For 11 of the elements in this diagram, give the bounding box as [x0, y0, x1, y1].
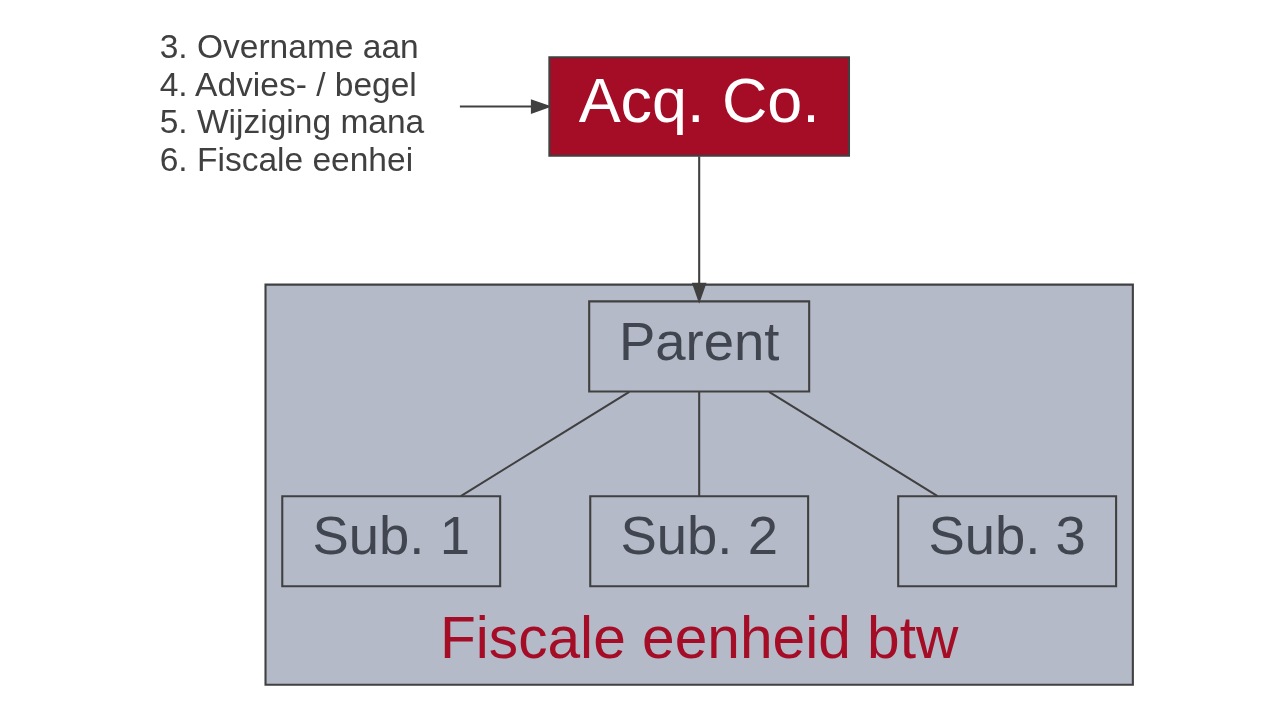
connector — [697, 391, 700, 497]
arrow — [691, 156, 707, 304]
arrow — [459, 99, 552, 114]
connector — [459, 390, 630, 497]
node-box: Sub. 3 — [896, 495, 1117, 588]
node-box: Parent — [587, 300, 810, 393]
node-text: 3. Overname aan 4. Advies- / begel 5. Wijziging mana 6. Fiscale eenhei — [159, 27, 424, 179]
connector — [768, 390, 938, 497]
node-box: Acq. Co. — [547, 56, 850, 157]
node-box: Sub. 1 — [280, 495, 501, 588]
node-box: Sub. 2 — [588, 495, 809, 588]
